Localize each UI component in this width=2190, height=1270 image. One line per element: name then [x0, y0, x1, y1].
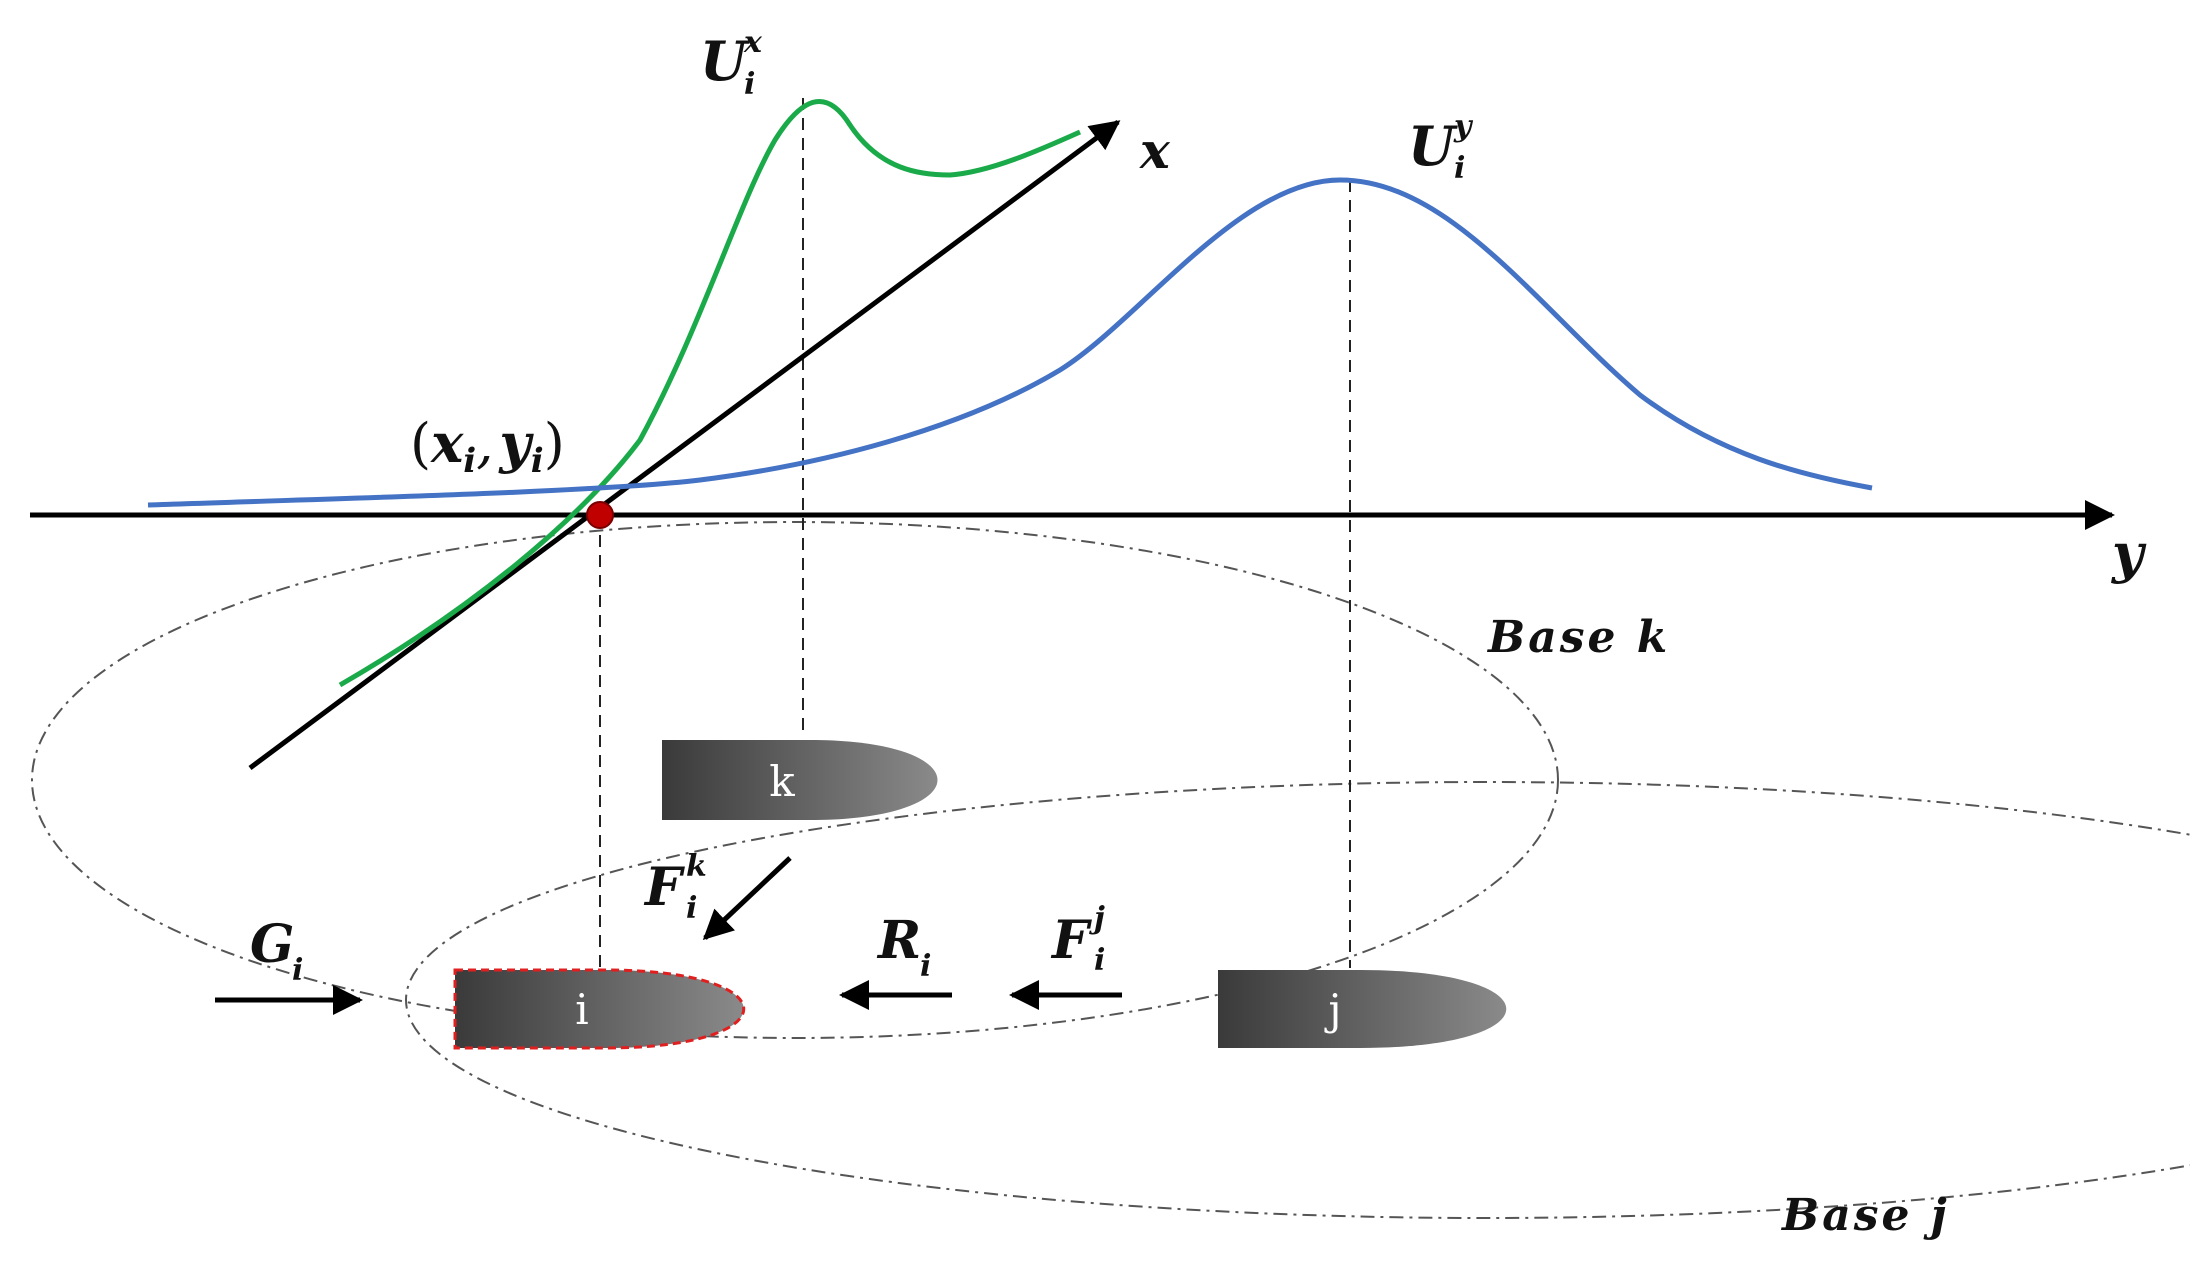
curve-u-x — [338, 98, 1082, 688]
node-i — [453, 968, 746, 1050]
base-j-ellipse — [405, 781, 2190, 1219]
svg-text:k: k — [686, 849, 707, 884]
x-axis-label: x — [1139, 121, 1171, 180]
svg-text:U: U — [1408, 114, 1458, 178]
svg-text:G: G — [250, 914, 294, 975]
svg-text:U: U — [700, 29, 750, 93]
label-u-y: U y i — [1408, 109, 1474, 186]
point-label: (xi,yi) — [410, 411, 565, 481]
y-axis-label: y — [2111, 521, 2147, 585]
label-g-i: G i — [250, 914, 303, 988]
base-j-label: Base j — [1780, 1190, 1950, 1241]
node-j-label: j — [1323, 985, 1341, 1034]
svg-text:i: i — [292, 953, 303, 988]
force-arrow-fik — [702, 856, 792, 941]
svg-text:i: i — [1454, 151, 1465, 186]
label-f-i-k: F k i — [643, 849, 707, 926]
svg-text:i: i — [744, 67, 755, 102]
node-j — [1218, 970, 1507, 1048]
node-i-label: i — [575, 985, 588, 1034]
label-r-i: R i — [876, 910, 931, 984]
svg-text:x: x — [743, 25, 763, 60]
x-axis — [248, 119, 1121, 771]
point-xi-yi — [586, 501, 614, 529]
svg-text:i: i — [920, 949, 931, 984]
svg-text:j: j — [1089, 901, 1105, 936]
base-k-label: Base k — [1486, 612, 1670, 663]
svg-text:F: F — [643, 857, 685, 918]
svg-text:y: y — [1453, 109, 1474, 144]
node-k-label: k — [769, 757, 795, 806]
curve-u-y — [147, 177, 1873, 508]
svg-text:R: R — [876, 910, 921, 971]
svg-text:i: i — [686, 891, 697, 926]
label-f-i-j: F j i — [1050, 901, 1105, 978]
svg-text:i: i — [1094, 943, 1105, 978]
svg-text:F: F — [1050, 910, 1092, 971]
node-k — [662, 740, 938, 820]
base-k-ellipse — [31, 521, 1559, 1039]
label-u-x: U x i — [700, 25, 763, 102]
